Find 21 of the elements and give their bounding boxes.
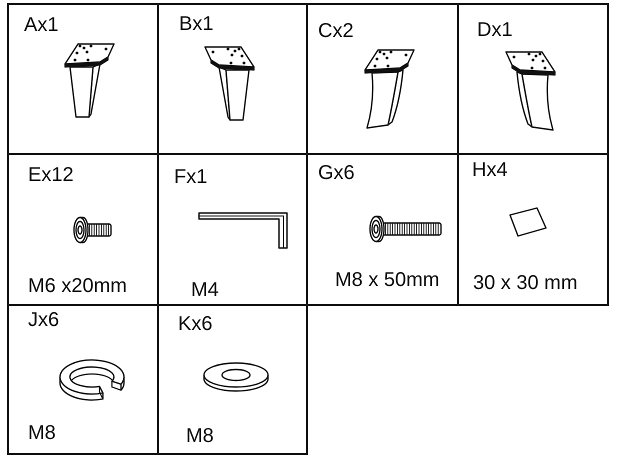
part-label: Hx4 xyxy=(472,160,508,180)
part-label: Ex12 xyxy=(28,165,74,185)
part-label: Fx1 xyxy=(174,167,208,187)
part-cell xyxy=(7,304,159,455)
part-label: Jx6 xyxy=(28,310,60,330)
part-cell xyxy=(457,153,609,306)
part-cell xyxy=(457,3,609,155)
part-cell xyxy=(7,3,159,155)
part-label: Ax1 xyxy=(24,15,58,35)
part-cell xyxy=(157,304,308,455)
part-label: Dx1 xyxy=(477,20,513,40)
part-size: M4 xyxy=(191,280,219,300)
part-label: Gx6 xyxy=(318,163,355,183)
part-label: Bx1 xyxy=(179,14,214,34)
part-size: M8 xyxy=(28,423,56,443)
part-size: M8 xyxy=(186,426,214,446)
part-label: Kx6 xyxy=(178,314,212,334)
part-size: M8 x 50mm xyxy=(335,270,440,290)
part-label: Cx2 xyxy=(318,21,354,41)
part-size: 30 x 30 mm xyxy=(473,273,578,293)
part-size: M6 x20mm xyxy=(28,276,127,296)
